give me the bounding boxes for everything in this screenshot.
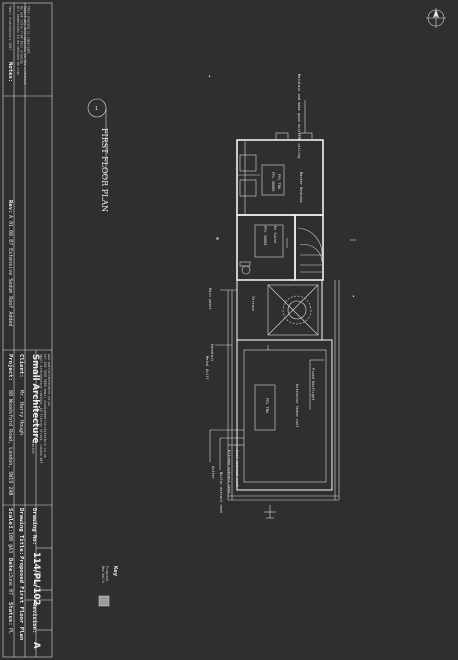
revision-label: Revision: [31,603,37,633]
title-block: Small Architecture 2007 Notes: All dimen… [2,2,53,658]
kitchen-vent-label: Kitchen extract vent [227,450,231,493]
disclaimer-line-3: Report any discrepancies to the architec… [23,6,27,85]
drawing-no-label: Drawing No: [31,508,37,545]
svg-text:⊕: ⊕ [216,236,219,242]
project-label: Project: [7,354,14,381]
scale-value: 1:100 @A3 [7,526,13,553]
client-label: Client: [18,354,24,378]
section-marker: 1 [87,98,107,180]
gutter-label: Gutter [211,466,215,480]
north-arrow-icon [426,8,446,28]
copyright-text: Small Architecture 2007 [8,6,12,50]
handrail-label: Handrail [210,344,214,361]
plan-title: FIRST FLOOR PLAN [100,128,109,212]
metal-grill-label: Metal Grill [205,356,209,380]
drawing-title-value: Proposed First Floor Plan [18,556,24,640]
legend-key: Key Proposed New Walls [98,566,118,607]
rainwater-label: Rain water [208,288,212,310]
drawing-no-value: 114/PL/102 [31,552,41,605]
ffl-label-2: FFL 30685 [271,172,275,191]
address-line-3: www.smallarchitecture.co.uk [47,354,51,406]
key-label: Key [112,566,118,577]
address-line-2: tel 020 7000 0000 email studio@smallarch… [43,354,47,458]
disclaimer-line-1: All dimensions to be checked on site [16,6,20,75]
disclaimer-line-2: Do not scale from this drawing [20,6,24,64]
scale-label: Scale: [7,508,13,528]
notes-label: Notes: [7,62,13,82]
ffl-roof-label: FFL TBA [265,398,269,414]
floor-plan: Maintain and make good existing ceiling … [205,74,356,519]
project-value: 88 Woodsford Road, London, SW19 2AB [7,390,13,495]
status-label: Status: [7,602,13,626]
client-value: Mr. Harry Hough [18,390,24,435]
rooflight-label: Fixed Rooflight [311,368,315,400]
drawing-title-label: Drawing Title: [18,508,24,555]
date-value: June 07 [7,574,13,595]
boiler-vent-label: Boiler extract vent [219,472,223,513]
brand-name: Small Architecture [30,354,40,443]
date-label: Date: [7,558,13,575]
svg-text:1: 1 [95,106,98,112]
terrace-label: Terrace [251,296,255,311]
stair [294,214,324,281]
revision-note: A 01.08.07 Extensive Sedum Roof Added [7,215,13,326]
note-top: Maintain and make good existing ceiling [297,74,301,158]
svg-text:•: • [352,294,355,300]
disclaimer-line-4: This drawing is copyright [27,6,31,54]
en-suite-label: En Suite [273,226,277,243]
address-line-1: Small Architecture Limited, 10 Fitzroy S… [39,354,43,463]
ffl-label-1: FFL TBA [277,174,281,190]
key-item-new-walls: New Walls [101,566,105,583]
brand-suffix: Limited [31,440,35,454]
master-bedroom-label: Master Bedroom [299,172,303,202]
revision-value: A [31,642,41,649]
rooflight-circle [282,295,312,325]
svg-text:•: • [208,74,211,80]
revision-note-label: Rev: [7,200,13,213]
terrace [236,279,323,341]
sedum-label: Extensive Sedum roof [295,384,299,427]
key-item-proposed: Proposed [105,566,109,581]
soil-vent-label: Soil extract vent [235,450,239,487]
ffl-bath-label: FFL 30685 [263,226,267,245]
sedum-roof [236,339,333,491]
key-swatch [98,595,110,607]
status-value: PL [7,628,13,634]
